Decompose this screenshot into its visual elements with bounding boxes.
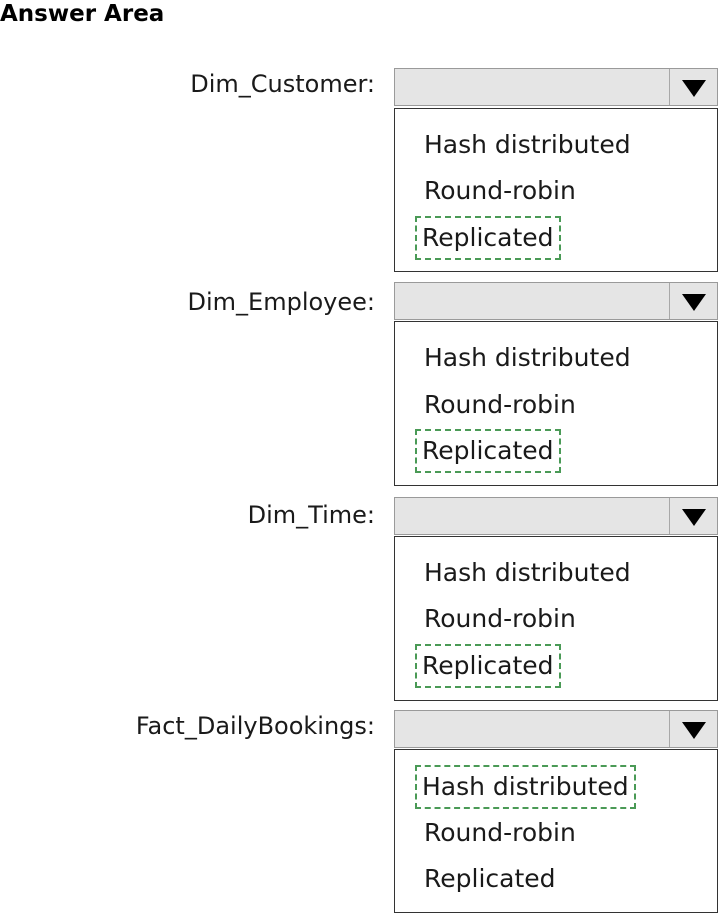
- option-replicated[interactable]: Replicated: [424, 864, 556, 893]
- option-replicated[interactable]: Replicated: [415, 429, 561, 473]
- row-label-dim-time: Dim_Time:: [247, 501, 375, 529]
- dropdown-dim-customer[interactable]: [394, 68, 718, 106]
- answer-area-title: Answer Area: [0, 1, 165, 27]
- option-round-robin[interactable]: Round-robin: [424, 604, 576, 633]
- option-hash-distributed[interactable]: Hash distributed: [424, 558, 631, 587]
- triangle-down-icon: [682, 80, 706, 97]
- option-round-robin[interactable]: Round-robin: [424, 818, 576, 847]
- dropdown-toggle-button[interactable]: [669, 711, 717, 747]
- triangle-down-icon: [682, 294, 706, 311]
- option-round-robin[interactable]: Round-robin: [424, 176, 576, 205]
- dropdown-toggle-button[interactable]: [669, 283, 717, 319]
- option-hash-distributed[interactable]: Hash distributed: [424, 343, 631, 372]
- dropdown-toggle-button[interactable]: [669, 498, 717, 534]
- triangle-down-icon: [682, 509, 706, 526]
- option-hash-distributed[interactable]: Hash distributed: [424, 130, 631, 159]
- dropdown-fact-daily-bookings[interactable]: [394, 710, 718, 748]
- row-label-fact-daily-bookings: Fact_DailyBookings:: [135, 712, 375, 740]
- options-list-fact-daily-bookings: Hash distributed Round-robin Replicated: [394, 749, 718, 913]
- dropdown-toggle-button[interactable]: [669, 69, 717, 105]
- options-list-dim-time: Hash distributed Round-robin Replicated: [394, 536, 718, 701]
- row-label-dim-customer: Dim_Customer:: [190, 70, 375, 98]
- row-label-dim-employee: Dim_Employee:: [187, 288, 375, 316]
- option-replicated[interactable]: Replicated: [415, 644, 561, 688]
- dropdown-dim-time[interactable]: [394, 497, 718, 535]
- option-replicated[interactable]: Replicated: [415, 216, 561, 260]
- option-round-robin[interactable]: Round-robin: [424, 390, 576, 419]
- dropdown-dim-employee[interactable]: [394, 282, 718, 320]
- triangle-down-icon: [682, 722, 706, 739]
- options-list-dim-customer: Hash distributed Round-robin Replicated: [394, 108, 718, 272]
- option-hash-distributed[interactable]: Hash distributed: [415, 765, 636, 809]
- options-list-dim-employee: Hash distributed Round-robin Replicated: [394, 321, 718, 486]
